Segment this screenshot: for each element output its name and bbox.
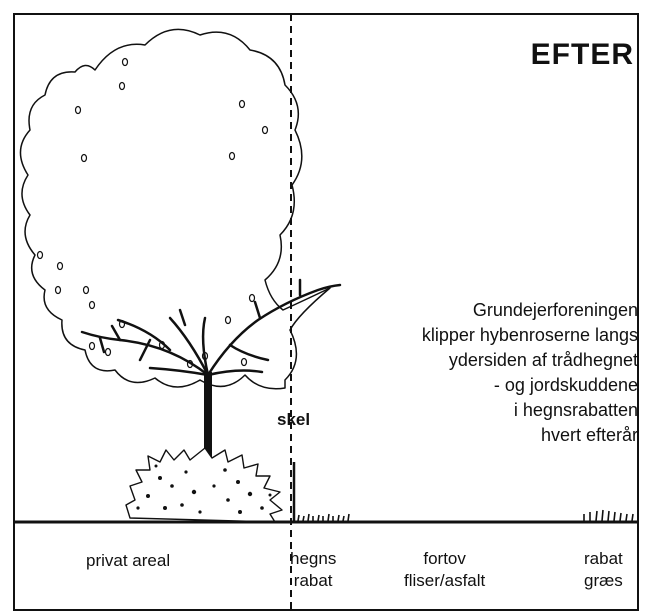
- zone-label-line: fliser/asfalt: [404, 570, 485, 592]
- zone-label-line: græs: [584, 570, 623, 592]
- zone-label-line: privat areal: [86, 550, 170, 572]
- zone-label-private: privat areal: [86, 550, 170, 572]
- rosehips: [38, 59, 268, 368]
- description-line: - og jordskuddene: [422, 373, 638, 398]
- tree-crown: [20, 29, 330, 388]
- description-line: ydersiden af trådhegnet: [422, 348, 638, 373]
- description-line: Grundejerforeningen: [422, 298, 638, 323]
- description-line: i hegnsrabatten: [422, 398, 638, 423]
- grass-tufts: [584, 510, 633, 521]
- zone-label-line: fortov: [404, 548, 485, 570]
- zone-label-verge: rabat græs: [584, 548, 623, 592]
- zone-label-line: rabat: [584, 548, 623, 570]
- trimmed-shoots: [298, 514, 349, 521]
- zone-label-hedge-bed: hegns rabat: [290, 548, 336, 592]
- zone-label-sidewalk: fortov fliser/asfalt: [404, 548, 485, 592]
- rose-shrub: [126, 448, 282, 522]
- description-line: klipper hybenroserne langs: [422, 323, 638, 348]
- description-line: hvert efterår: [422, 423, 638, 448]
- description-text: Grundejerforeningen klipper hybenroserne…: [422, 298, 638, 448]
- diagram-title: EFTER: [531, 38, 634, 72]
- zone-label-line: rabat: [290, 570, 336, 592]
- zone-label-line: hegns: [290, 548, 336, 570]
- boundary-label: skel: [277, 410, 310, 430]
